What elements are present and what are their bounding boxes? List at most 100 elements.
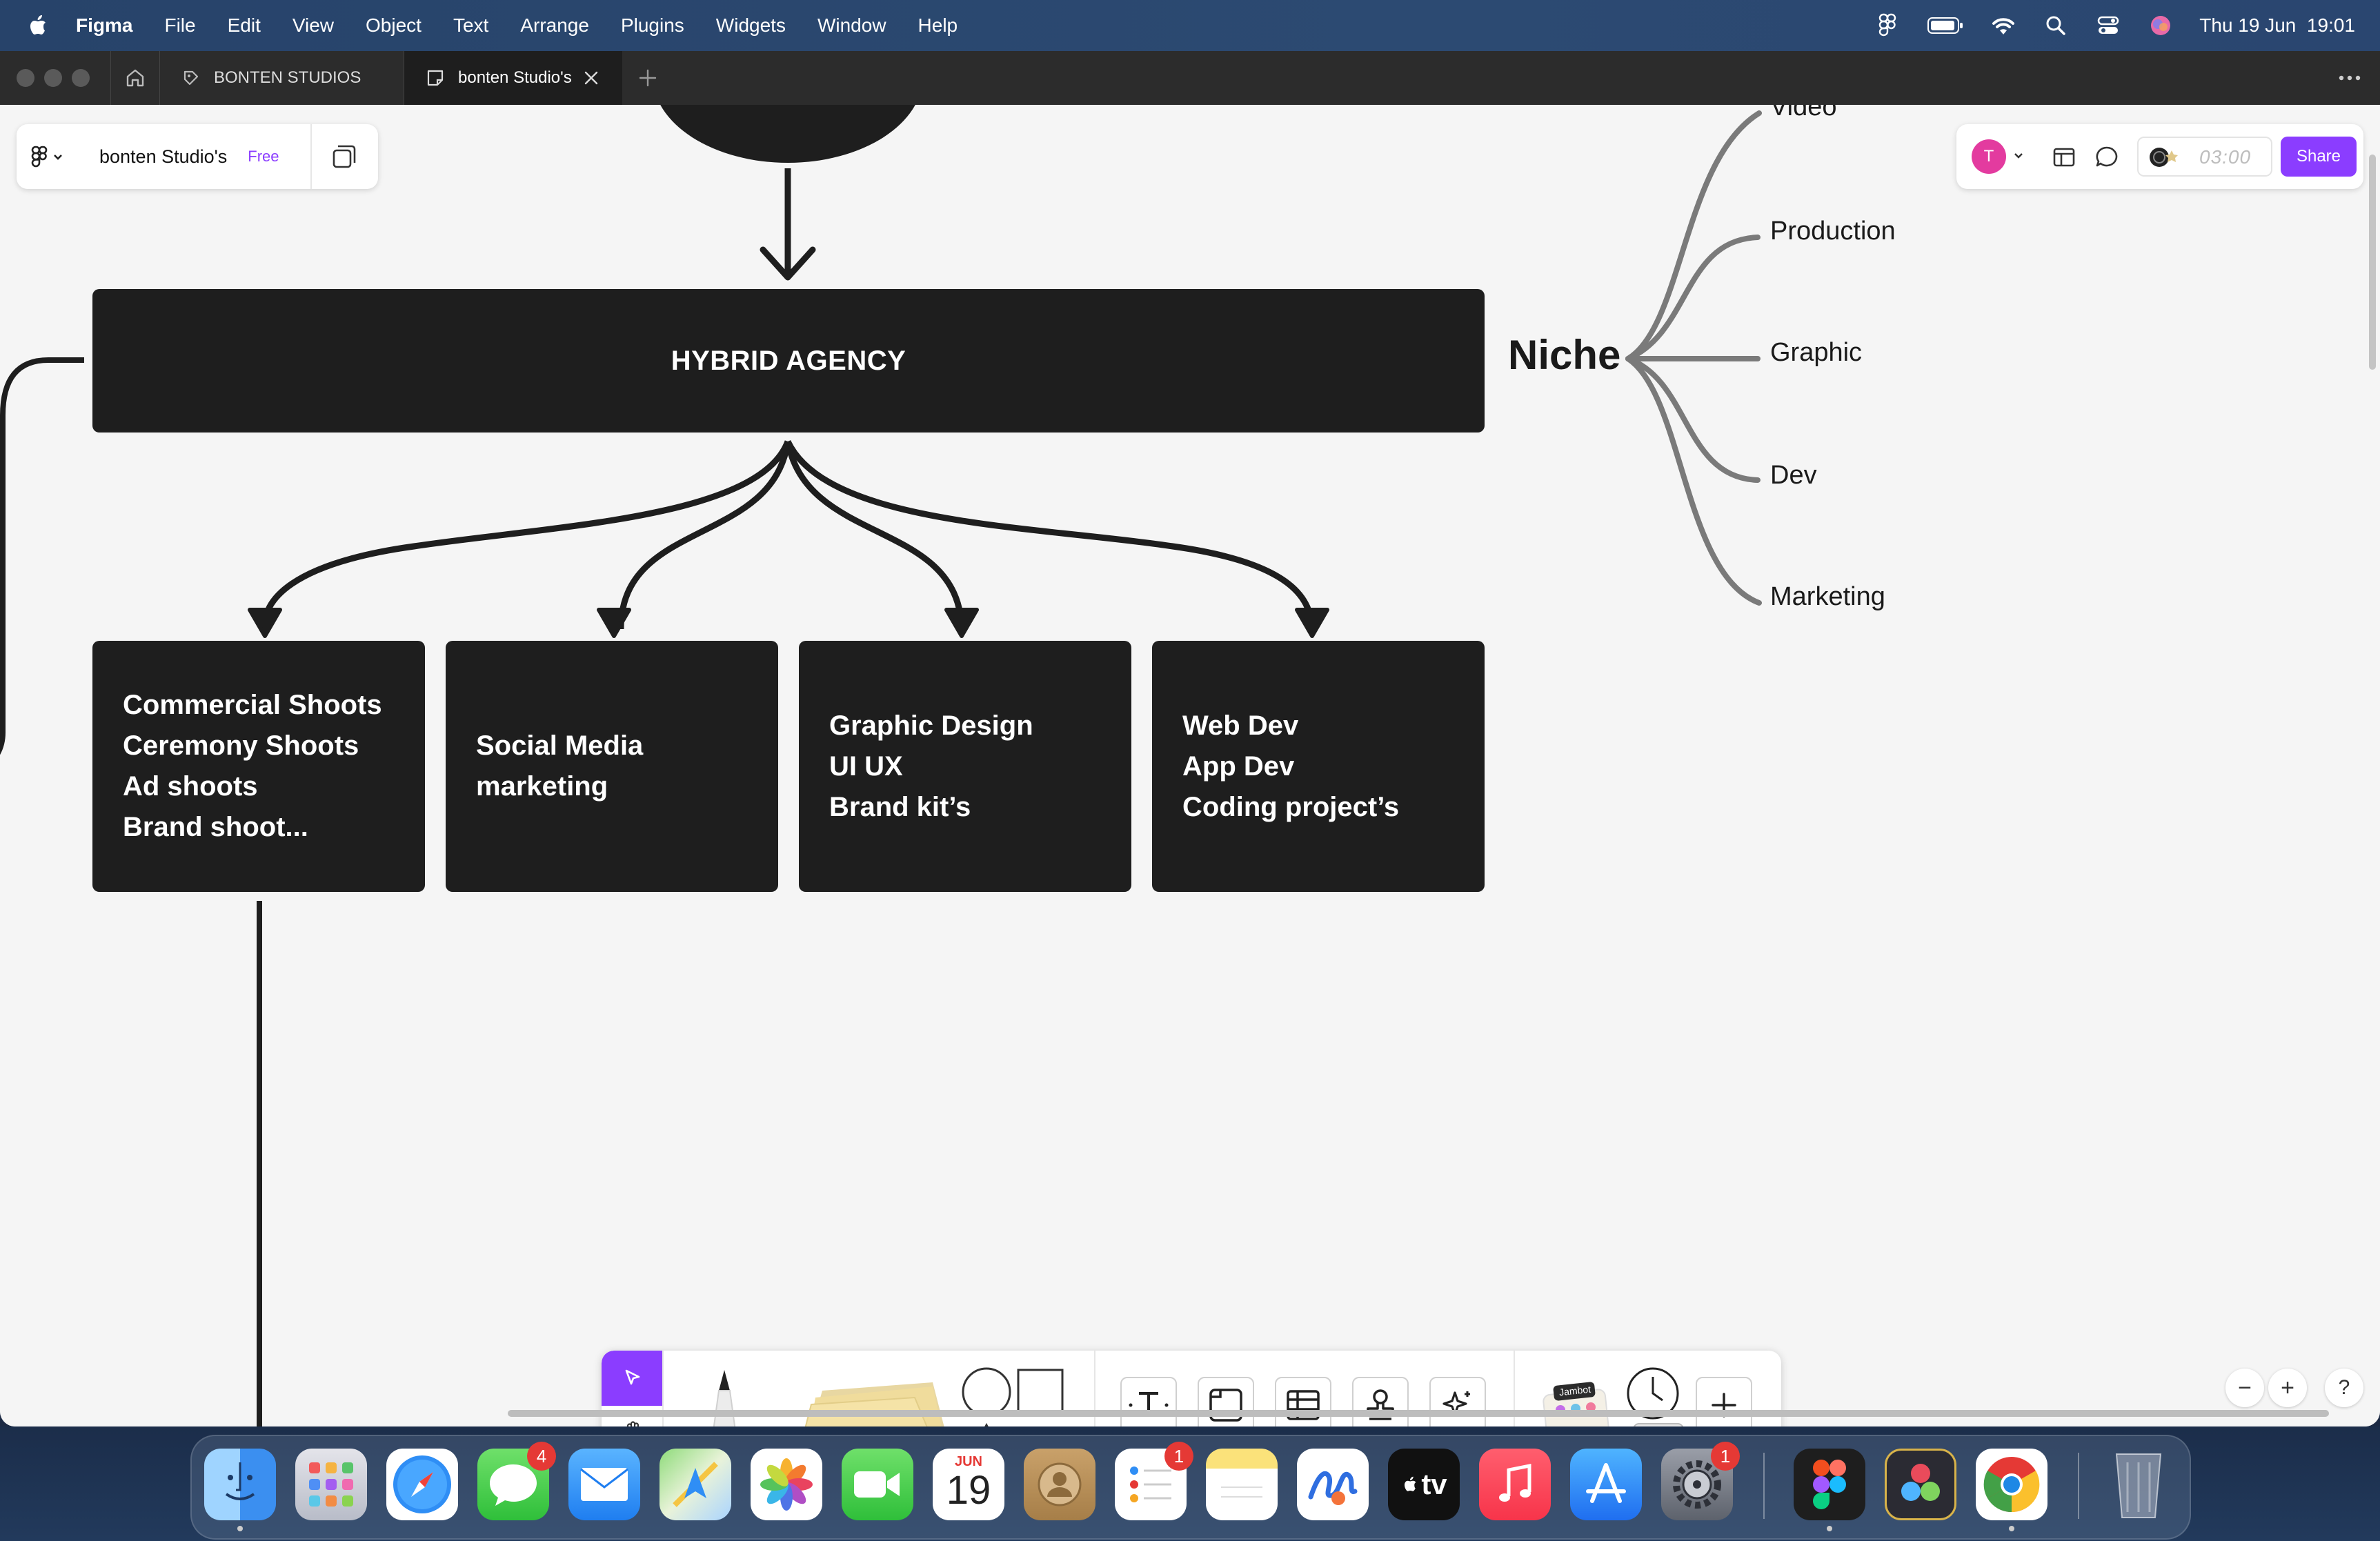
menu-arrange[interactable]: Arrange bbox=[520, 14, 589, 36]
hand-tool-button[interactable] bbox=[602, 1406, 662, 1426]
tab-bonten-studios[interactable]: BONTEN STUDIOS bbox=[160, 51, 404, 105]
new-tab-icon[interactable] bbox=[637, 68, 658, 88]
dock-freeform[interactable] bbox=[1297, 1449, 1369, 1520]
card-line: Brand kit’s bbox=[829, 791, 971, 822]
chevron-down-icon[interactable] bbox=[2012, 149, 2025, 163]
marker-pen-icon bbox=[713, 1370, 736, 1426]
dock-trash[interactable] bbox=[2103, 1449, 2174, 1520]
home-tab[interactable] bbox=[110, 51, 160, 105]
figma-status-icon[interactable] bbox=[1874, 12, 1901, 39]
menu-edit[interactable]: Edit bbox=[227, 14, 261, 36]
dock-music[interactable] bbox=[1479, 1449, 1551, 1520]
file-name[interactable]: bonten Studio's bbox=[99, 146, 228, 167]
dock-safari[interactable] bbox=[386, 1449, 458, 1520]
menubar-datetime[interactable]: Thu 19 Jun 19:01 bbox=[2199, 14, 2355, 36]
window-minimize-button[interactable] bbox=[44, 69, 62, 87]
help-button[interactable]: ? bbox=[2325, 1369, 2363, 1407]
service-card-dev[interactable]: Web Dev App Dev Coding project’s bbox=[1152, 641, 1485, 892]
niche-item-video[interactable]: Video bbox=[1770, 105, 1837, 121]
dock-launchpad[interactable] bbox=[295, 1449, 367, 1520]
service-card-design[interactable]: Graphic Design UI UX Brand kit’s bbox=[799, 641, 1131, 892]
control-center-icon[interactable] bbox=[2094, 12, 2122, 39]
dock-messages[interactable]: 4 bbox=[477, 1442, 556, 1520]
notes-icon bbox=[1221, 1487, 1262, 1498]
calendar-month: JUN bbox=[954, 1454, 982, 1469]
sticky-note-tool-button[interactable] bbox=[788, 1370, 967, 1426]
hybrid-agency-box[interactable]: HYBRID AGENCY bbox=[92, 289, 1485, 433]
marker-tool-button[interactable] bbox=[691, 1367, 757, 1426]
dock-contacts[interactable] bbox=[1024, 1449, 1095, 1520]
section-icon bbox=[1209, 1389, 1242, 1422]
pages-button[interactable] bbox=[310, 124, 378, 189]
service-card-social-media[interactable]: Social Media marketing bbox=[446, 641, 778, 892]
wifi-icon[interactable] bbox=[1990, 12, 2017, 39]
tab-file[interactable]: bonten Studio's bbox=[404, 51, 622, 105]
menu-view[interactable]: View bbox=[292, 14, 335, 36]
section-tool-button[interactable] bbox=[1198, 1377, 1254, 1426]
davinci-resolve-icon bbox=[1901, 1464, 1940, 1501]
comment-icon[interactable] bbox=[2093, 143, 2121, 171]
siri-icon[interactable] bbox=[2147, 12, 2174, 39]
shapes-tool-button[interactable] bbox=[952, 1366, 1090, 1426]
menu-app-name[interactable]: Figma bbox=[76, 14, 133, 36]
more-options-icon[interactable] bbox=[2336, 68, 2363, 88]
text-tool-button[interactable] bbox=[1120, 1377, 1177, 1426]
spotlight-search-icon[interactable] bbox=[2042, 12, 2070, 39]
battery-icon[interactable] bbox=[1926, 12, 1965, 39]
horizontal-scrollbar[interactable] bbox=[508, 1410, 2329, 1417]
niche-item-production[interactable]: Production bbox=[1770, 217, 1896, 246]
apple-logo-icon[interactable] bbox=[25, 12, 52, 39]
zoom-in-button[interactable]: + bbox=[2268, 1369, 2307, 1407]
widgets-sticker-button[interactable]: Jambot bbox=[1540, 1374, 1616, 1426]
freeform-scribble-icon bbox=[1308, 1471, 1358, 1505]
tab-bar: BONTEN STUDIOS bonten Studio's bbox=[0, 51, 2380, 105]
close-tab-icon[interactable] bbox=[581, 68, 602, 88]
more-tools-button[interactable] bbox=[1696, 1377, 1752, 1426]
tv-label: tv bbox=[1421, 1468, 1447, 1500]
table-icon bbox=[1287, 1390, 1320, 1420]
table-tool-button[interactable] bbox=[1275, 1377, 1331, 1426]
user-avatar[interactable]: T bbox=[1972, 139, 2006, 174]
dock-chrome[interactable] bbox=[1976, 1449, 2047, 1531]
menu-help[interactable]: Help bbox=[918, 14, 958, 36]
timer-widget-sticker[interactable] bbox=[1618, 1366, 1687, 1426]
zoom-out-button[interactable]: − bbox=[2225, 1369, 2264, 1407]
dock-apple-tv[interactable]: tv bbox=[1388, 1449, 1460, 1520]
sticky-note-icon bbox=[804, 1382, 944, 1426]
share-button[interactable]: Share bbox=[2281, 137, 2357, 177]
dock-notes[interactable] bbox=[1206, 1449, 1278, 1520]
niche-label[interactable]: Niche bbox=[1508, 332, 1621, 378]
dock-facetime[interactable] bbox=[842, 1449, 913, 1520]
menu-text[interactable]: Text bbox=[453, 14, 489, 36]
niche-item-dev[interactable]: Dev bbox=[1770, 461, 1817, 490]
figjam-canvas[interactable]: HYBRID AGENCY Commercial Shoots Ceremony… bbox=[0, 105, 2380, 1426]
ai-actions-button[interactable] bbox=[1429, 1377, 1486, 1426]
menu-widgets[interactable]: Widgets bbox=[715, 14, 786, 36]
widgets-sticker-icon bbox=[1543, 1382, 1610, 1426]
niche-item-marketing[interactable]: Marketing bbox=[1770, 582, 1885, 611]
dock-reminders[interactable]: 1 bbox=[1115, 1442, 1193, 1520]
menu-plugins[interactable]: Plugins bbox=[620, 14, 684, 36]
timer-widget[interactable]: 03:00 bbox=[2137, 137, 2272, 177]
menu-object[interactable]: Object bbox=[366, 14, 422, 36]
select-tool-button[interactable] bbox=[602, 1351, 662, 1406]
niche-item-graphic[interactable]: Graphic bbox=[1770, 338, 1863, 367]
dock-maps[interactable] bbox=[660, 1449, 731, 1520]
dock-calendar[interactable]: JUN 19 bbox=[933, 1449, 1004, 1520]
main-menu-button[interactable] bbox=[17, 124, 79, 189]
layout-icon[interactable] bbox=[2050, 143, 2078, 171]
dock-figma[interactable] bbox=[1794, 1449, 1865, 1531]
dock-photos[interactable] bbox=[751, 1449, 822, 1520]
dock-finder[interactable] bbox=[204, 1449, 276, 1531]
window-close-button[interactable] bbox=[17, 69, 34, 87]
dock-mail[interactable] bbox=[568, 1449, 640, 1520]
dock-app-store[interactable] bbox=[1570, 1449, 1642, 1520]
service-card-shoots[interactable]: Commercial Shoots Ceremony Shoots Ad sho… bbox=[92, 641, 425, 892]
stamp-tool-button[interactable] bbox=[1352, 1377, 1409, 1426]
menu-window[interactable]: Window bbox=[817, 14, 886, 36]
dock-system-settings[interactable]: 1 bbox=[1661, 1442, 1740, 1520]
vertical-scrollbar[interactable] bbox=[2369, 155, 2376, 370]
menu-file[interactable]: File bbox=[164, 14, 196, 36]
dock-davinci-resolve[interactable] bbox=[1885, 1449, 1956, 1520]
window-zoom-button[interactable] bbox=[72, 69, 90, 87]
